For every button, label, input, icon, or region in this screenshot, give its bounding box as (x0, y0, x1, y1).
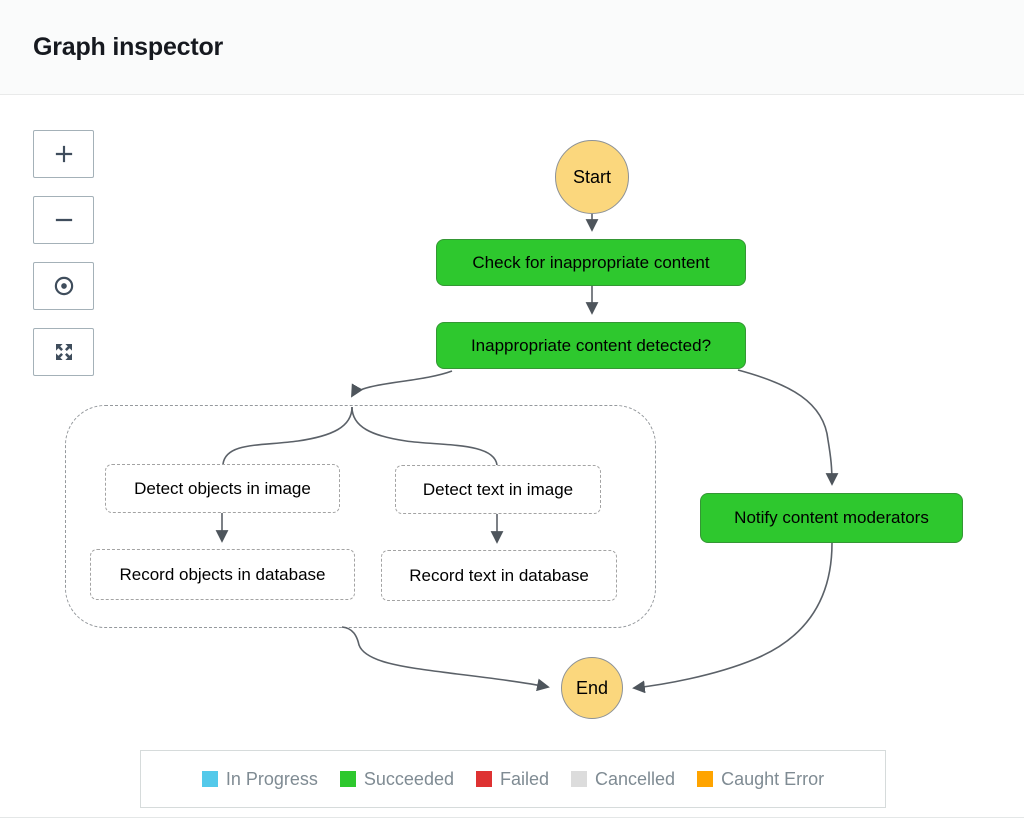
task-node-notify-moderators[interactable]: Notify content moderators (700, 493, 963, 543)
zoom-in-icon (55, 145, 72, 163)
task-node-label: Detect objects in image (134, 478, 311, 498)
start-node[interactable]: Start (555, 140, 629, 214)
legend-label: Cancelled (595, 768, 676, 789)
zoom-out-icon (55, 218, 72, 222)
cancelled-swatch (571, 771, 588, 787)
legend-item-caught-error: Caught Error (697, 769, 824, 790)
task-node-label: Notify content moderators (734, 508, 929, 527)
status-legend: In Progress Succeeded Failed Cancelled C… (140, 750, 886, 808)
legend-item-succeeded: Succeeded (339, 768, 454, 790)
edge-detected-to-notify (737, 369, 839, 486)
page-title: Graph inspector (33, 32, 224, 61)
in-progress-swatch (201, 771, 218, 787)
task-node-record-objects[interactable]: Record objects in database (90, 549, 355, 600)
center-target-icon (54, 276, 73, 296)
legend-label: Failed (499, 768, 550, 789)
edge-parallel-to-end (341, 626, 550, 692)
legend-label: Caught Error (721, 768, 825, 789)
legend-item-in-progress: In Progress (201, 768, 318, 790)
edge-detected-to-parallel (351, 370, 453, 398)
succeeded-swatch (339, 771, 356, 787)
expand-arrows-icon (55, 344, 72, 360)
task-node-label: Check for inappropriate content (472, 252, 710, 272)
caught-error-swatch (697, 771, 714, 787)
legend-label: Succeeded (363, 768, 454, 789)
task-node-detect-objects[interactable]: Detect objects in image (105, 464, 340, 513)
task-node-check-content[interactable]: Check for inappropriate content (436, 239, 746, 286)
bottom-divider (0, 817, 1024, 818)
task-node-detect-text[interactable]: Detect text in image (395, 465, 601, 514)
task-node-content-detected[interactable]: Inappropriate content detected? (436, 322, 746, 369)
zoom-out-button[interactable] (33, 196, 94, 244)
failed-swatch (475, 771, 492, 787)
legend-label: In Progress (225, 768, 318, 789)
start-node-label: Start (572, 166, 611, 187)
fit-view-button[interactable] (33, 328, 94, 376)
task-node-label: Inappropriate content detected? (470, 335, 712, 355)
task-node-label: Record objects in database (119, 564, 326, 584)
page-header: Graph inspector (0, 0, 1024, 95)
legend-item-failed: Failed (475, 768, 550, 790)
task-node-label: Record text in database (409, 565, 589, 585)
end-node-label: End (575, 677, 609, 698)
center-graph-button[interactable] (33, 262, 94, 310)
task-node-record-text[interactable]: Record text in database (381, 550, 617, 601)
task-node-label: Detect text in image (422, 479, 574, 499)
zoom-in-button[interactable] (33, 130, 94, 178)
legend-item-cancelled: Cancelled (571, 769, 675, 790)
end-node[interactable]: End (561, 657, 623, 719)
edge-notify-to-end (632, 542, 833, 694)
